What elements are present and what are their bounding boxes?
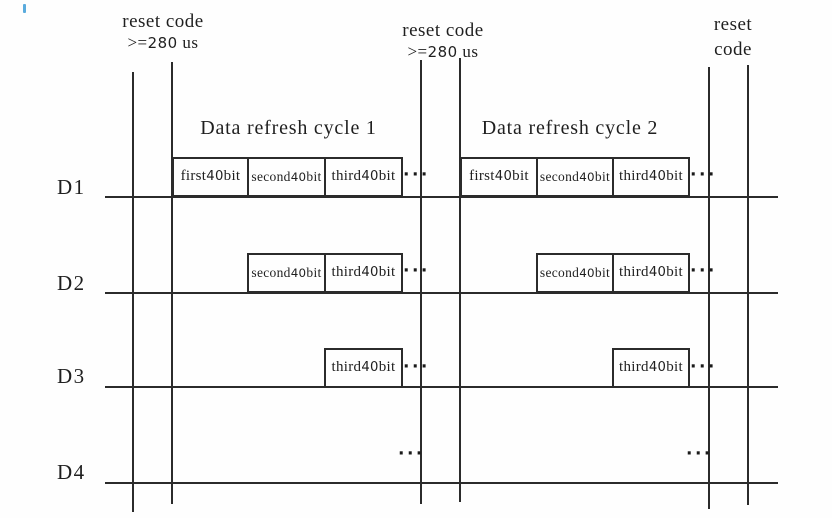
signal-label-d3: D3 [57, 364, 86, 388]
cycle2-d2-third-40bit-box: third 40 bit [612, 253, 690, 293]
reset-marker-2-duration: >=280 us [407, 42, 479, 61]
cycle1-d1-second-40bit-box: second 40 bit [247, 157, 326, 197]
signal-line-d3 [105, 386, 778, 388]
signal-line-d1 [105, 196, 778, 198]
reset-boundary-line-3b [747, 65, 749, 505]
ellipsis-d2-cycle2: ··· [690, 261, 717, 281]
signal-label-d2: D2 [57, 271, 86, 295]
reset-marker-3: reset code [704, 12, 762, 62]
reset-marker-3-title-line1: reset [713, 14, 753, 35]
reset-marker-1-title: reset code [122, 11, 204, 32]
ellipsis-d3-cycle2: ··· [690, 357, 717, 377]
reset-marker-2: reset code >=280 us [388, 19, 498, 62]
cycle1-d1-third-40bit-box: third 40 bit [324, 157, 403, 197]
ellipsis-d3-cycle1: ··· [403, 357, 430, 377]
reset-boundary-line-1b [171, 62, 173, 504]
reset-marker-1: reset code >=280 us [108, 10, 218, 53]
cycle1-d2-third-40bit-box: third 40 bit [324, 253, 403, 293]
ellipsis-d4-cycle1: ··· [398, 444, 425, 464]
cycle2-d1-first-40bit-box: first 40 bit [460, 157, 538, 197]
ellipsis-d4-cycle2: ··· [686, 444, 713, 464]
ellipsis-d1-cycle1: ··· [403, 165, 430, 185]
cycle-2-title: Data refresh cycle 2 [481, 117, 659, 139]
signal-line-d2 [105, 292, 778, 294]
ellipsis-d2-cycle1: ··· [403, 261, 430, 281]
cycle1-d1-first-40bit-box: first 40 bit [172, 157, 249, 197]
reset-boundary-line-1a [132, 72, 134, 512]
reset-boundary-line-2a [420, 60, 422, 504]
cycle2-d1-second-40bit-box: second 40 bit [536, 157, 614, 197]
reset-boundary-line-3a [708, 67, 710, 509]
artifact-mark [23, 4, 26, 13]
signal-line-d4 [105, 482, 778, 484]
cycle2-d1-third-40bit-box: third 40 bit [612, 157, 690, 197]
signal-label-d4: D4 [57, 460, 86, 484]
reset-marker-1-duration: >=280 us [127, 33, 199, 52]
reset-marker-3-title-line2: code [714, 39, 752, 60]
cycle-1-title: Data refresh cycle 1 [200, 117, 377, 139]
signal-label-d1: D1 [57, 175, 86, 199]
ellipsis-d1-cycle2: ··· [690, 165, 717, 185]
reset-boundary-line-2b [459, 58, 461, 502]
reset-marker-2-title: reset code [402, 20, 484, 41]
